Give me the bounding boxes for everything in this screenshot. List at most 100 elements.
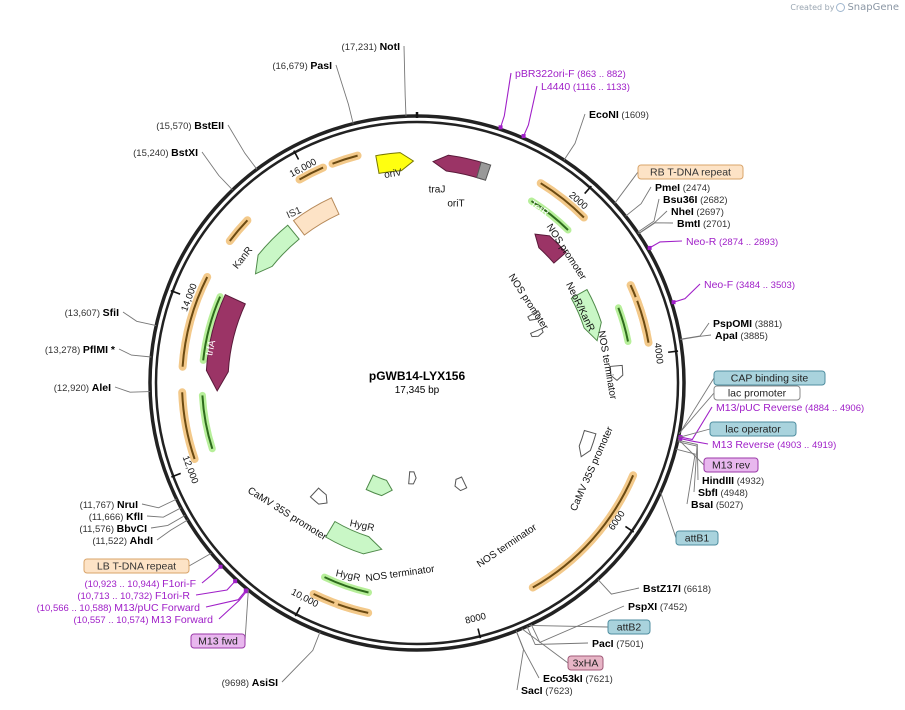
feature-box[interactable] bbox=[190, 633, 246, 649]
orange-core-arc bbox=[332, 154, 358, 165]
restriction-site[interactable]: (9698) AsiSI bbox=[222, 677, 278, 689]
site-coordinate: (4932) bbox=[734, 476, 764, 487]
feature-box[interactable] bbox=[713, 370, 826, 386]
inner-feature-label: NOS promoter bbox=[506, 272, 551, 333]
feature-tetr[interactable] bbox=[534, 233, 567, 264]
restriction-site[interactable]: SbfI (4948) bbox=[698, 487, 748, 499]
feature-kanr[interactable] bbox=[254, 224, 300, 275]
feature-orit[interactable] bbox=[476, 161, 492, 181]
primer-name: Neo-F bbox=[704, 279, 733, 291]
site-name: SfiI bbox=[103, 307, 119, 319]
primer-marker bbox=[244, 589, 249, 594]
restriction-site[interactable]: (11,522) AhdI bbox=[92, 535, 153, 547]
feature-box[interactable] bbox=[83, 558, 190, 574]
primer-coordinate: (10,713 .. 10,732) bbox=[77, 591, 155, 602]
site-coordinate: (2682) bbox=[697, 195, 727, 206]
primer-coordinate: (863 .. 882) bbox=[575, 69, 626, 80]
restriction-site[interactable]: EcoNI (1609) bbox=[589, 109, 649, 121]
feature-camv-35s-promoter[interactable] bbox=[578, 429, 597, 458]
feature-trfa[interactable] bbox=[205, 294, 246, 392]
primer-label[interactable]: (10,557 .. 10,574) M13 Forward bbox=[74, 614, 214, 626]
restriction-site[interactable]: NheI (2697) bbox=[671, 206, 724, 218]
feature-box[interactable] bbox=[637, 164, 744, 180]
primer-label[interactable]: Neo-F (3484 .. 3503) bbox=[704, 279, 795, 291]
site-name: PmeI bbox=[655, 182, 680, 194]
feature-camv-35s-promoter[interactable] bbox=[309, 487, 328, 505]
restriction-site[interactable]: Bsu36I (2682) bbox=[663, 194, 728, 206]
primer-name: pBR322ori-F bbox=[515, 68, 575, 80]
feature-box[interactable] bbox=[703, 457, 759, 473]
feature-hygr[interactable] bbox=[365, 474, 393, 497]
primer-coordinate: (4884 .. 4906) bbox=[802, 403, 864, 414]
box-leader-line bbox=[521, 628, 569, 664]
primer-coordinate: (10,557 .. 10,574) bbox=[74, 615, 152, 626]
restriction-site[interactable]: (11,666) KflI bbox=[89, 511, 143, 523]
feature-box[interactable] bbox=[675, 530, 719, 546]
restriction-site[interactable]: PspOMI (3881) bbox=[713, 318, 782, 330]
primer-name: L4440 bbox=[541, 81, 570, 93]
site-name: BstXI bbox=[171, 147, 198, 159]
feature-nos-promoter[interactable] bbox=[529, 327, 544, 338]
feature-hygr[interactable] bbox=[325, 520, 383, 555]
feature-nos-terminator[interactable] bbox=[454, 476, 468, 492]
restriction-site[interactable]: PacI (7501) bbox=[592, 638, 644, 650]
site-coordinate: (13,278) bbox=[45, 345, 83, 356]
site-leader-line bbox=[597, 579, 640, 595]
restriction-site[interactable]: BmtI (2701) bbox=[677, 218, 730, 230]
primer-label[interactable]: pBR322ori-F (863 .. 882) bbox=[515, 68, 626, 80]
site-leader-line bbox=[515, 630, 524, 691]
feature-box[interactable] bbox=[713, 385, 801, 401]
feature-nos-terminator[interactable] bbox=[408, 471, 417, 485]
feature-box[interactable] bbox=[709, 421, 797, 437]
restriction-site[interactable]: (13,278) PflMI * bbox=[45, 344, 116, 356]
site-name: PasI bbox=[310, 60, 332, 72]
primer-leader-line bbox=[673, 283, 701, 303]
restriction-site[interactable]: HindIII (4932) bbox=[702, 475, 764, 487]
box-leader-line bbox=[678, 392, 715, 434]
site-name: NotI bbox=[380, 41, 400, 53]
restriction-site[interactable]: (11,576) BbvCI bbox=[79, 523, 147, 535]
primer-leader-line bbox=[201, 566, 221, 584]
restriction-site[interactable]: (15,570) BstEII bbox=[156, 120, 224, 132]
feature-box[interactable] bbox=[567, 655, 604, 671]
primer-coordinate: (1116 .. 1133) bbox=[570, 82, 630, 93]
primer-label[interactable]: Neo-R (2874 .. 2893) bbox=[686, 236, 778, 248]
site-name: EcoNI bbox=[589, 109, 619, 121]
primer-label[interactable]: (10,566 .. 10,588) M13/pUC Forward bbox=[37, 602, 201, 614]
restriction-site[interactable]: (12,920) AleI bbox=[54, 382, 111, 394]
site-leader-line bbox=[625, 186, 652, 217]
primer-label[interactable]: M13 Reverse (4903 .. 4919) bbox=[712, 439, 836, 451]
primer-label[interactable]: L4440 (1116 .. 1133) bbox=[541, 81, 630, 93]
restriction-site[interactable]: (11,767) NruI bbox=[80, 499, 138, 511]
orange-core-arc bbox=[540, 182, 585, 219]
primer-marker bbox=[233, 579, 238, 584]
feature-nos-promoter[interactable] bbox=[527, 310, 541, 321]
feature-box[interactable] bbox=[607, 619, 651, 635]
feature-nos-terminator[interactable] bbox=[609, 364, 624, 382]
site-name: NruI bbox=[117, 499, 138, 511]
primer-label[interactable]: M13/pUC Reverse (4884 .. 4906) bbox=[716, 402, 864, 414]
primer-label[interactable]: (10,713 .. 10,732) F1ori-R bbox=[77, 590, 190, 602]
restriction-site[interactable]: (16,679) PasI bbox=[272, 60, 332, 72]
site-coordinate: (6618) bbox=[681, 584, 711, 595]
restriction-site[interactable]: SacI (7623) bbox=[521, 685, 573, 697]
backbone-inner-ring bbox=[154, 120, 680, 646]
orange-core-arc bbox=[181, 276, 209, 367]
green-core-arc bbox=[617, 307, 629, 342]
feature-neor-kanr[interactable] bbox=[570, 288, 602, 342]
restriction-site[interactable]: BsaI (5027) bbox=[691, 499, 743, 511]
feature-oriv[interactable] bbox=[375, 152, 415, 174]
restriction-site[interactable]: (17,231) NotI bbox=[342, 41, 401, 53]
restriction-site[interactable]: ApaI (3885) bbox=[715, 330, 768, 342]
restriction-site[interactable]: PspXI (7452) bbox=[628, 601, 687, 613]
site-name: PspXI bbox=[628, 601, 657, 613]
restriction-site[interactable]: Eco53kI (7621) bbox=[543, 673, 613, 685]
restriction-site[interactable]: (13,607) SfiI bbox=[65, 307, 119, 319]
site-name: HindIII bbox=[702, 475, 734, 487]
restriction-site[interactable]: BstZ17I (6618) bbox=[643, 583, 711, 595]
primer-label[interactable]: (10,923 .. 10,944) F1ori-F bbox=[85, 578, 196, 590]
primer-coordinate: (3484 .. 3503) bbox=[733, 280, 795, 291]
restriction-site[interactable]: (15,240) BstXI bbox=[133, 147, 198, 159]
restriction-site[interactable]: PmeI (2474) bbox=[655, 182, 710, 194]
feature-is1[interactable] bbox=[292, 197, 340, 236]
